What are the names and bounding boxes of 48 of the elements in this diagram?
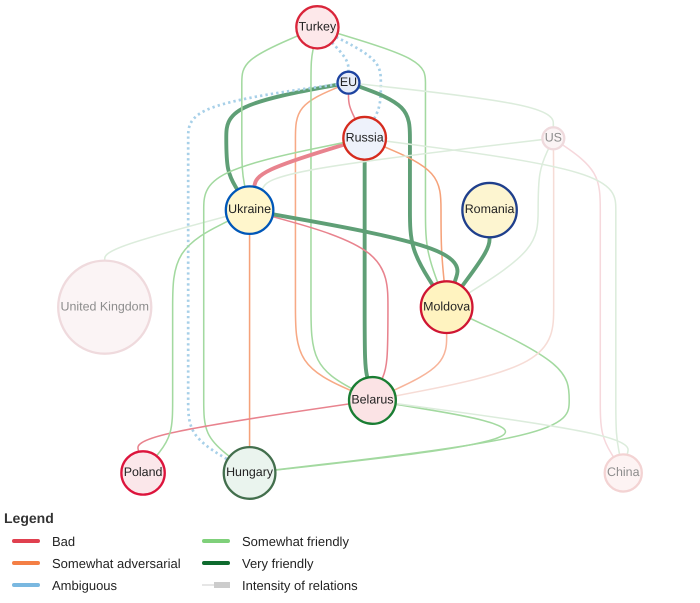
node-circle: EU (336, 70, 361, 95)
connector (186, 82, 338, 461)
node-circle: Belarus (348, 376, 397, 425)
connector (137, 403, 350, 452)
connector (460, 237, 492, 288)
legend-label: Bad (52, 534, 76, 548)
connector (384, 146, 445, 282)
node-circle: Romania (461, 182, 518, 238)
legend-label: Very friendly (242, 556, 314, 570)
connector (359, 83, 554, 128)
connector (386, 140, 620, 455)
connector (104, 216, 227, 261)
connector (310, 48, 352, 390)
connector (358, 84, 434, 286)
connector (224, 82, 338, 191)
connector (468, 148, 550, 294)
connector (562, 144, 614, 458)
connector (362, 160, 370, 378)
legend-heading: Legend (4, 510, 54, 526)
node-circle: Russia (342, 116, 388, 161)
connector (395, 149, 554, 397)
connector (330, 42, 350, 72)
connector (272, 212, 460, 284)
node-circle: United Kingdom (57, 259, 152, 355)
connector (156, 220, 229, 456)
connector (272, 216, 389, 380)
node-circle: Moldova (420, 280, 474, 334)
node-circle: Turkey (295, 5, 340, 50)
connector (275, 403, 506, 471)
node-circle: China (604, 453, 643, 493)
legend-label: Ambiguous (52, 578, 118, 592)
connector (202, 142, 344, 458)
connector (248, 234, 250, 448)
node-circle: Poland (120, 450, 166, 496)
connector (396, 402, 629, 455)
connector (241, 34, 298, 187)
connector (252, 142, 345, 188)
legend-label: Somewhat adversarial (52, 556, 181, 570)
legend-label: Somewhat friendly (242, 534, 349, 548)
connector (261, 138, 543, 190)
connector (294, 86, 352, 392)
legend-label: Intensity of relations (242, 578, 358, 592)
node-circle: US (541, 126, 566, 150)
node-circle: Ukraine (224, 185, 274, 236)
connector (275, 318, 570, 471)
connector (348, 94, 356, 120)
connector (393, 333, 448, 392)
node-circle: Hungary (222, 446, 277, 500)
